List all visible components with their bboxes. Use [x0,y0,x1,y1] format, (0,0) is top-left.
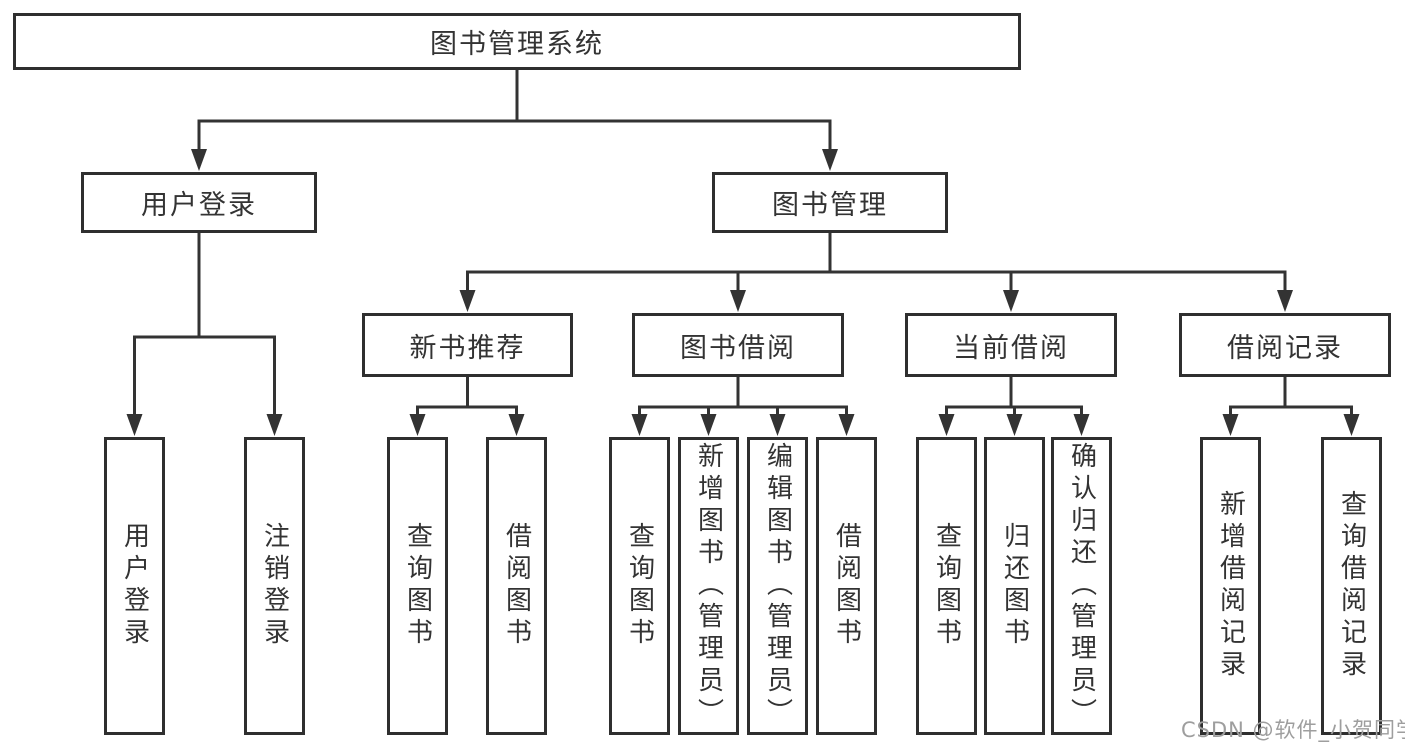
arrow-down-icon [822,149,838,171]
leaf-user-login: 用户登录 [104,437,165,735]
connector-user-login [133,233,276,414]
leaf-add-borrow-record: 新增借阅记录 [1200,437,1261,735]
arrow-down-icon [191,149,207,171]
arrow-down-icon [126,414,143,436]
leaf-query-books-borrowing: 查询图书 [609,437,670,735]
leaf-add-books-admin: 新增图书（管理员） [678,437,739,735]
arrow-down-icon [631,414,648,436]
node-borrowing-records: 借阅记录 [1179,313,1391,377]
node-library-management-system: 图书管理系统 [13,13,1021,70]
leaf-query-books-current: 查询图书 [916,437,977,735]
leaf-return-books: 归还图书 [984,437,1045,735]
node-new-book-recommendation: 新书推荐 [362,313,573,377]
leaf-borrow-books-recommend: 借阅图书 [486,437,547,735]
arrow-down-icon [508,414,525,436]
leaf-logout: 注销登录 [244,437,305,735]
node-current-borrowing: 当前借阅 [905,313,1117,377]
arrow-down-icon [938,414,955,436]
arrow-down-icon [266,414,283,436]
arrow-down-icon [1073,414,1090,436]
leaf-confirm-return-admin: 确认归还（管理员） [1051,437,1112,735]
arrow-down-icon [769,414,786,436]
connector-root [197,69,832,149]
arrow-down-icon [700,414,717,436]
leaf-edit-books-admin: 编辑图书（管理员） [747,437,808,735]
node-book-borrowing: 图书借阅 [632,313,844,377]
leaf-query-borrow-record: 查询借阅记录 [1321,437,1382,735]
leaf-borrow-books: 借阅图书 [816,437,877,735]
arrow-down-icon [1277,290,1293,312]
arrow-down-icon [1003,290,1019,312]
node-book-management: 图书管理 [712,172,948,233]
node-user-login: 用户登录 [81,172,317,233]
arrow-down-icon [838,414,855,436]
arrow-down-icon [730,290,746,312]
leaf-query-books-recommend: 查询图书 [387,437,448,735]
connector-new-book [416,377,518,416]
connector-book-management [466,233,1287,290]
connector-borrowing-records [1229,377,1353,416]
connector-book-borrowing [638,377,848,416]
arrow-down-icon [1343,414,1360,436]
csdn-watermark: CSDN @软件_小贺同学 [1181,718,1405,742]
connector-current-borrowing [945,377,1083,416]
arrow-down-icon [1006,414,1023,436]
arrow-down-icon [409,414,426,436]
arrow-down-icon [459,290,476,312]
arrow-down-icon [1222,414,1239,436]
